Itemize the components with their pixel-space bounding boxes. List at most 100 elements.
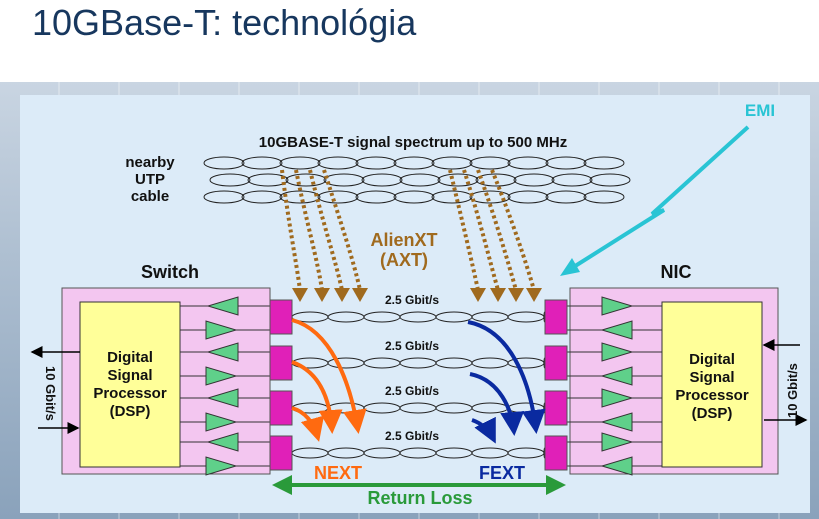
cable-twist <box>545 156 587 170</box>
nic-amplifier <box>600 320 633 340</box>
cable-twist <box>317 156 359 170</box>
cable-twist <box>507 156 549 170</box>
pair-twist <box>291 447 329 459</box>
nearby-utp-cable <box>203 156 631 204</box>
return-loss-label: Return Loss <box>367 488 472 508</box>
pair-twist <box>507 447 545 459</box>
switch-amplifier <box>205 412 238 432</box>
nearby-label: nearby <box>125 154 175 171</box>
pair-twist <box>507 311 545 323</box>
next-arrows <box>291 318 367 442</box>
dsp-right-line4: (DSP) <box>692 405 733 422</box>
amplifiers <box>205 296 634 476</box>
cable-twist <box>469 190 511 204</box>
pair-twist <box>327 311 365 323</box>
nic-amplifier <box>600 456 633 476</box>
pair-rate-1: 2.5 Gbit/s <box>385 293 439 307</box>
cable-twist <box>431 156 473 170</box>
dsp-left-line2: Signal <box>107 367 152 384</box>
nic-amplifier <box>600 412 633 432</box>
cable-twist <box>247 173 289 187</box>
cable-twist <box>589 173 631 187</box>
cable-twist <box>361 173 403 187</box>
cable-twist <box>285 173 327 187</box>
nic-label: NIC <box>661 262 692 282</box>
pair-twist <box>471 447 509 459</box>
cable-twist <box>355 156 397 170</box>
switch-amplifier <box>205 456 238 476</box>
switch-amplifier <box>206 296 239 316</box>
switch-amplifier <box>205 366 238 386</box>
cable-twist <box>583 156 625 170</box>
pair-twist <box>327 357 365 369</box>
couplers-right <box>544 299 568 471</box>
switch-label: Switch <box>141 262 199 282</box>
pair-twist <box>471 311 509 323</box>
pair-twist <box>327 447 365 459</box>
cable-twist <box>279 156 321 170</box>
fext-arrows <box>467 320 546 444</box>
nic-amplifier <box>601 342 634 362</box>
pair-twist <box>363 447 401 459</box>
cable-twist <box>279 190 321 204</box>
dsp-right-line3: Processor <box>675 387 749 404</box>
pair-twist <box>399 311 437 323</box>
couplers-left <box>269 299 293 471</box>
pair-rate-4: 2.5 Gbit/s <box>385 429 439 443</box>
pair-twist <box>435 357 473 369</box>
fext-label: FEXT <box>479 463 525 483</box>
axt-label: (AXT) <box>380 250 428 270</box>
cable-twist <box>209 173 251 187</box>
cable-twist <box>469 156 511 170</box>
emi-label: EMI <box>745 101 775 120</box>
cable-twist <box>437 173 479 187</box>
alien-crosstalk-arrowheads <box>292 288 542 302</box>
cable-twist <box>513 173 555 187</box>
pair-rate-3: 2.5 Gbit/s <box>385 384 439 398</box>
cable-twist <box>583 190 625 204</box>
nic-amplifier <box>601 432 634 452</box>
cable-twist <box>323 173 365 187</box>
alien-xt-label: AlienXT <box>370 230 437 250</box>
cable-twist <box>317 190 359 204</box>
dsp-left-box <box>79 301 181 468</box>
dsp-right-line2: Signal <box>689 369 734 386</box>
next-label: NEXT <box>314 463 362 483</box>
dsp-left-line3: Processor <box>93 385 167 402</box>
pair-twist <box>363 357 401 369</box>
nic-amplifier <box>601 388 634 408</box>
switch-amplifier <box>205 320 238 340</box>
cable-twist <box>203 190 245 204</box>
switch-amplifier <box>206 342 239 362</box>
left-rate-label: 10 Gbit/s <box>43 366 58 421</box>
pair-twist <box>507 402 545 414</box>
pair-twist <box>399 357 437 369</box>
cable-twist <box>545 190 587 204</box>
pair-twist <box>327 402 365 414</box>
nic-amplifier <box>601 296 634 316</box>
pair-twist <box>399 447 437 459</box>
slide-title: 10GBase-T: technológia <box>32 2 417 43</box>
cable-twist <box>241 156 283 170</box>
cable-twist <box>241 190 283 204</box>
dsp-right-box <box>661 301 763 468</box>
pair-twist <box>435 402 473 414</box>
pair-twist <box>471 402 509 414</box>
cable-twist <box>507 190 549 204</box>
switch-amplifier <box>206 388 239 408</box>
emi-arrow-head <box>560 258 580 276</box>
alien-crosstalk-arrows <box>280 169 536 291</box>
cable-twist <box>393 190 435 204</box>
spectrum-label: 10GBASE-T signal spectrum up to 500 MHz <box>259 134 567 151</box>
utp-label: UTP <box>135 171 165 188</box>
cable-twist <box>431 190 473 204</box>
emi-lightning-arrow <box>570 125 750 270</box>
cable-twist <box>475 173 517 187</box>
pair-twist <box>435 447 473 459</box>
pair-twist <box>471 357 509 369</box>
pair-twist <box>435 311 473 323</box>
right-rate-label: 10 Gbit/s <box>785 363 800 418</box>
cable-twist <box>399 173 441 187</box>
switch-amplifier <box>206 432 239 452</box>
